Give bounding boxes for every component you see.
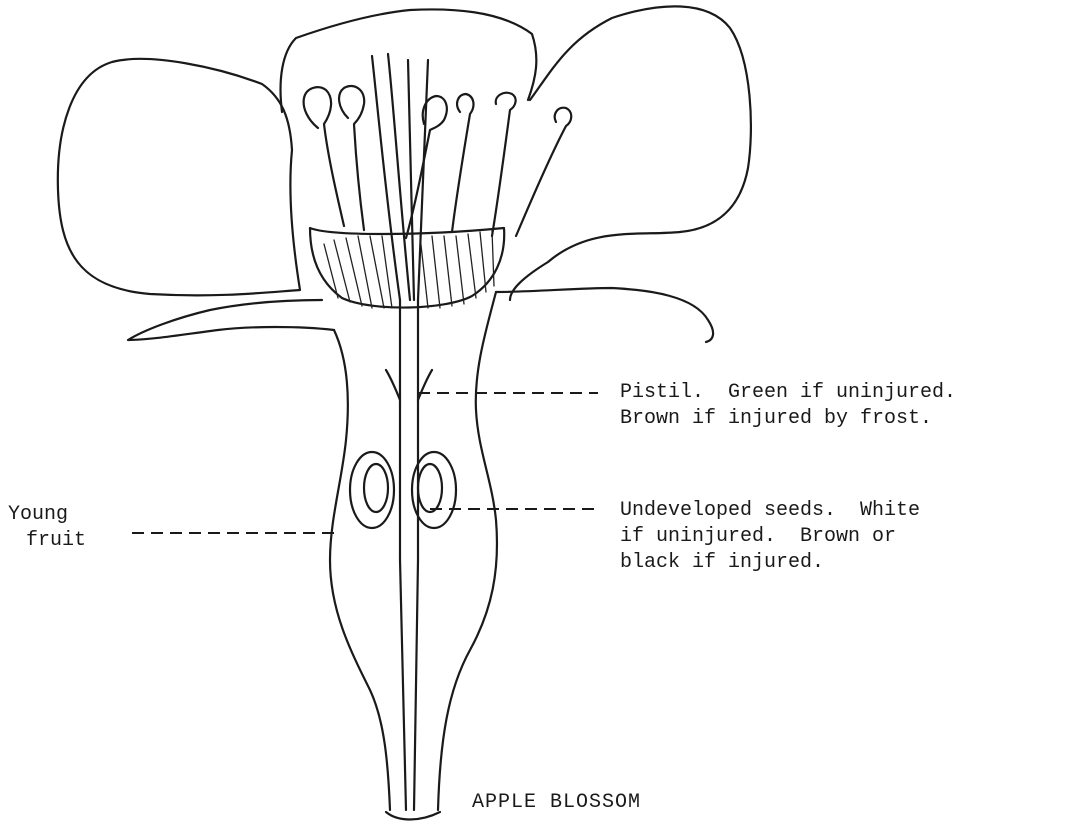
stalk [386, 560, 440, 820]
central-column [386, 300, 432, 560]
right-ovule-inner [418, 464, 442, 512]
seeds-label-line-3: black if injured. [620, 550, 824, 576]
ovary-body-right [438, 292, 497, 810]
left-ovule-inner [364, 464, 388, 512]
right-sepal [496, 288, 713, 342]
right-petal [510, 6, 751, 300]
ovary-body [330, 330, 390, 810]
seeds-label-line-1: Undeveloped seeds. White [620, 498, 920, 524]
seeds-label-line-2: if uninjured. Brown or [620, 524, 896, 550]
left-stamens [304, 86, 572, 238]
figure-caption: APPLE BLOSSOM [472, 790, 641, 816]
pistil-label-line-2: Brown if injured by frost. [620, 406, 932, 432]
left-petal [58, 59, 300, 295]
left-sepal [128, 300, 334, 340]
pistil-label-line-1: Pistil. Green if uninjured. [620, 380, 956, 406]
young-fruit-label-line-2: fruit [26, 528, 86, 554]
young-fruit-label-line-1: Young [8, 502, 68, 528]
